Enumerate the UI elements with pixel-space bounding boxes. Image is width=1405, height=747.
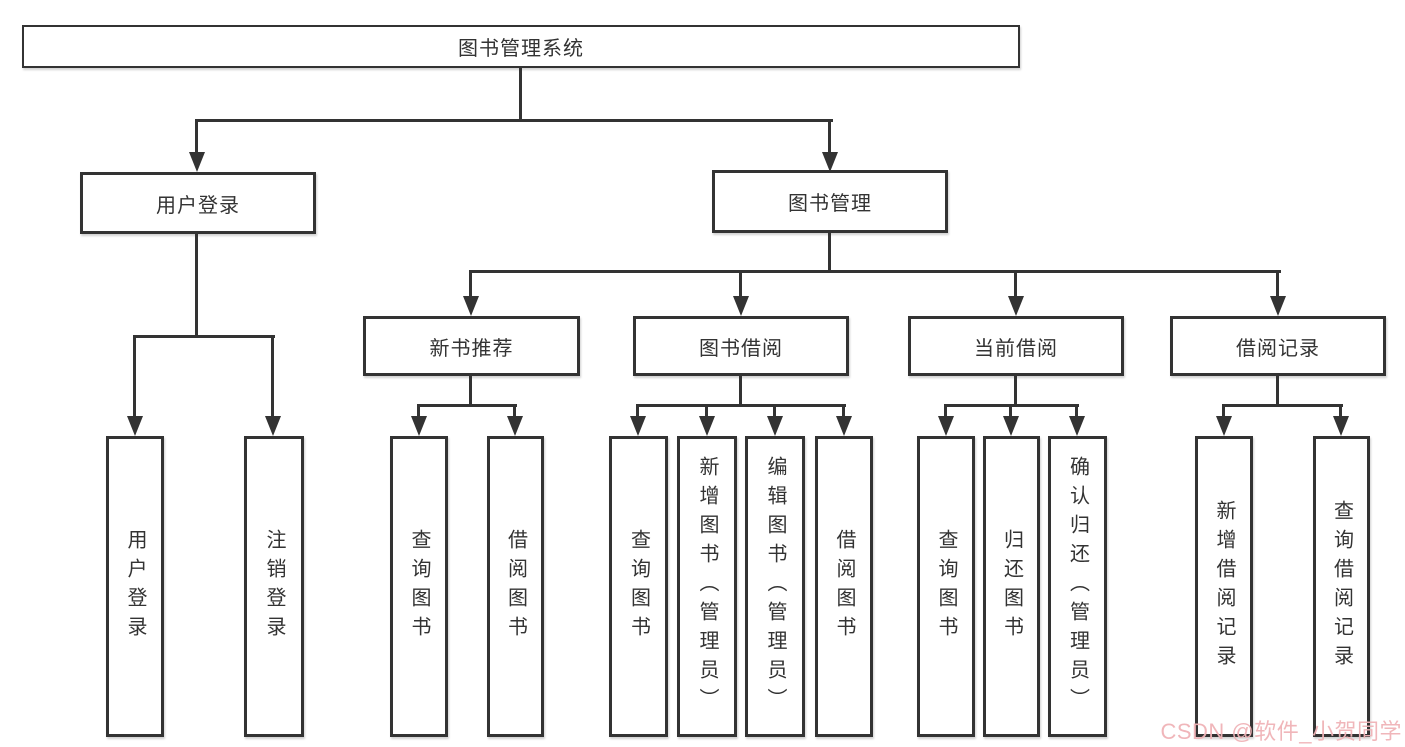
leaf-borrow-books: 借阅图书 bbox=[487, 436, 544, 737]
node-label: 借阅记录 bbox=[1236, 337, 1320, 360]
connector-line bbox=[271, 335, 274, 419]
connector-line bbox=[636, 404, 639, 420]
connector-line bbox=[1014, 270, 1017, 300]
arrow-down-icon bbox=[507, 416, 523, 436]
connector-line bbox=[469, 374, 472, 406]
connector-line bbox=[469, 270, 472, 300]
connector-line bbox=[1014, 374, 1017, 406]
connector-line bbox=[1276, 374, 1279, 406]
leaf-label: 新增图书（管理员） bbox=[696, 456, 718, 717]
connector-line bbox=[828, 233, 831, 273]
leaf-edit-book-admin: 编辑图书（管理员） bbox=[745, 436, 805, 737]
arrow-down-icon bbox=[767, 416, 783, 436]
leaf-logout: 注销登录 bbox=[244, 436, 304, 737]
connector-line bbox=[1222, 404, 1225, 420]
arrow-down-icon bbox=[1003, 416, 1019, 436]
connector-line bbox=[417, 404, 517, 407]
node-new-book-recommend: 新书推荐 bbox=[363, 316, 580, 376]
leaf-label: 借阅图书 bbox=[833, 528, 855, 645]
node-label: 图书管理 bbox=[788, 193, 872, 215]
leaf-label: 新增借阅记录 bbox=[1213, 499, 1235, 674]
arrow-down-icon bbox=[189, 152, 205, 172]
connector-line bbox=[842, 404, 845, 420]
arrow-down-icon bbox=[836, 416, 852, 436]
arrow-down-icon bbox=[463, 296, 479, 316]
leaf-query-books: 查询图书 bbox=[917, 436, 975, 737]
connector-line bbox=[469, 270, 1281, 273]
leaf-label: 确认归还（管理员） bbox=[1066, 456, 1089, 717]
leaf-label: 查询图书 bbox=[627, 528, 650, 645]
arrow-down-icon bbox=[1333, 416, 1349, 436]
leaf-add-book-admin: 新增图书（管理员） bbox=[677, 436, 737, 737]
connector-line bbox=[195, 119, 198, 154]
arrow-down-icon bbox=[1069, 416, 1085, 436]
arrow-down-icon bbox=[265, 416, 281, 436]
leaf-label: 注销登录 bbox=[263, 528, 285, 645]
node-label: 当前借阅 bbox=[974, 337, 1058, 360]
arrow-down-icon bbox=[699, 416, 715, 436]
arrow-down-icon bbox=[1216, 416, 1232, 436]
node-label: 图书借阅 bbox=[699, 337, 783, 360]
connector-line bbox=[739, 270, 742, 300]
arrow-down-icon bbox=[1270, 296, 1286, 316]
arrow-down-icon bbox=[822, 152, 838, 172]
leaf-label: 查询借阅记录 bbox=[1330, 499, 1353, 674]
leaf-add-borrow-record: 新增借阅记录 bbox=[1195, 436, 1253, 737]
leaf-label: 编辑图书（管理员） bbox=[764, 456, 786, 717]
leaf-label: 用户登录 bbox=[124, 528, 146, 645]
connector-line bbox=[1276, 270, 1279, 300]
arrow-down-icon bbox=[411, 416, 427, 436]
leaf-label: 查询图书 bbox=[408, 528, 430, 645]
connector-line bbox=[133, 335, 136, 419]
node-borrow-records: 借阅记录 bbox=[1170, 316, 1386, 376]
node-label: 用户登录 bbox=[156, 194, 240, 217]
node-current-borrow: 当前借阅 bbox=[908, 316, 1124, 376]
connector-line bbox=[417, 404, 420, 420]
arrow-down-icon bbox=[127, 416, 143, 436]
connector-line bbox=[773, 404, 776, 420]
arrow-down-icon bbox=[630, 416, 646, 436]
leaf-return-books: 归还图书 bbox=[983, 436, 1040, 737]
connector-line bbox=[195, 232, 198, 338]
connector-line bbox=[195, 119, 833, 122]
connector-line bbox=[1339, 404, 1342, 420]
node-label: 新书推荐 bbox=[429, 337, 514, 360]
connector-line bbox=[944, 404, 947, 420]
leaf-label: 查询图书 bbox=[935, 528, 957, 645]
node-library-management-system: 图书管理系统 bbox=[22, 25, 1020, 68]
node-book-management: 图书管理 bbox=[712, 170, 948, 233]
connector-line bbox=[828, 119, 831, 154]
leaf-query-borrow-record: 查询借阅记录 bbox=[1313, 436, 1370, 737]
leaf-label: 借阅图书 bbox=[504, 528, 527, 645]
node-book-borrow: 图书借阅 bbox=[633, 316, 849, 376]
leaf-label: 归还图书 bbox=[1000, 528, 1023, 645]
leaf-borrow-books: 借阅图书 bbox=[815, 436, 873, 737]
node-label: 图书管理系统 bbox=[458, 38, 584, 60]
connector-line bbox=[513, 404, 516, 420]
leaf-query-books: 查询图书 bbox=[390, 436, 448, 737]
node-user-login: 用户登录 bbox=[80, 172, 316, 234]
leaf-user-login: 用户登录 bbox=[106, 436, 164, 737]
arrow-down-icon bbox=[733, 296, 749, 316]
connector-line bbox=[1222, 404, 1343, 407]
connector-line bbox=[1075, 404, 1078, 420]
arrow-down-icon bbox=[938, 416, 954, 436]
leaf-query-books: 查询图书 bbox=[609, 436, 668, 737]
connector-line bbox=[705, 404, 708, 420]
csdn-watermark: CSDN @软件_小贺同学 bbox=[1160, 719, 1402, 744]
leaf-confirm-return-admin: 确认归还（管理员） bbox=[1048, 436, 1107, 737]
arrow-down-icon bbox=[1008, 296, 1024, 316]
connector-line bbox=[636, 404, 846, 407]
connector-line bbox=[519, 66, 522, 122]
connector-line bbox=[739, 374, 742, 406]
connector-line bbox=[1009, 404, 1012, 420]
connector-line bbox=[133, 335, 275, 338]
